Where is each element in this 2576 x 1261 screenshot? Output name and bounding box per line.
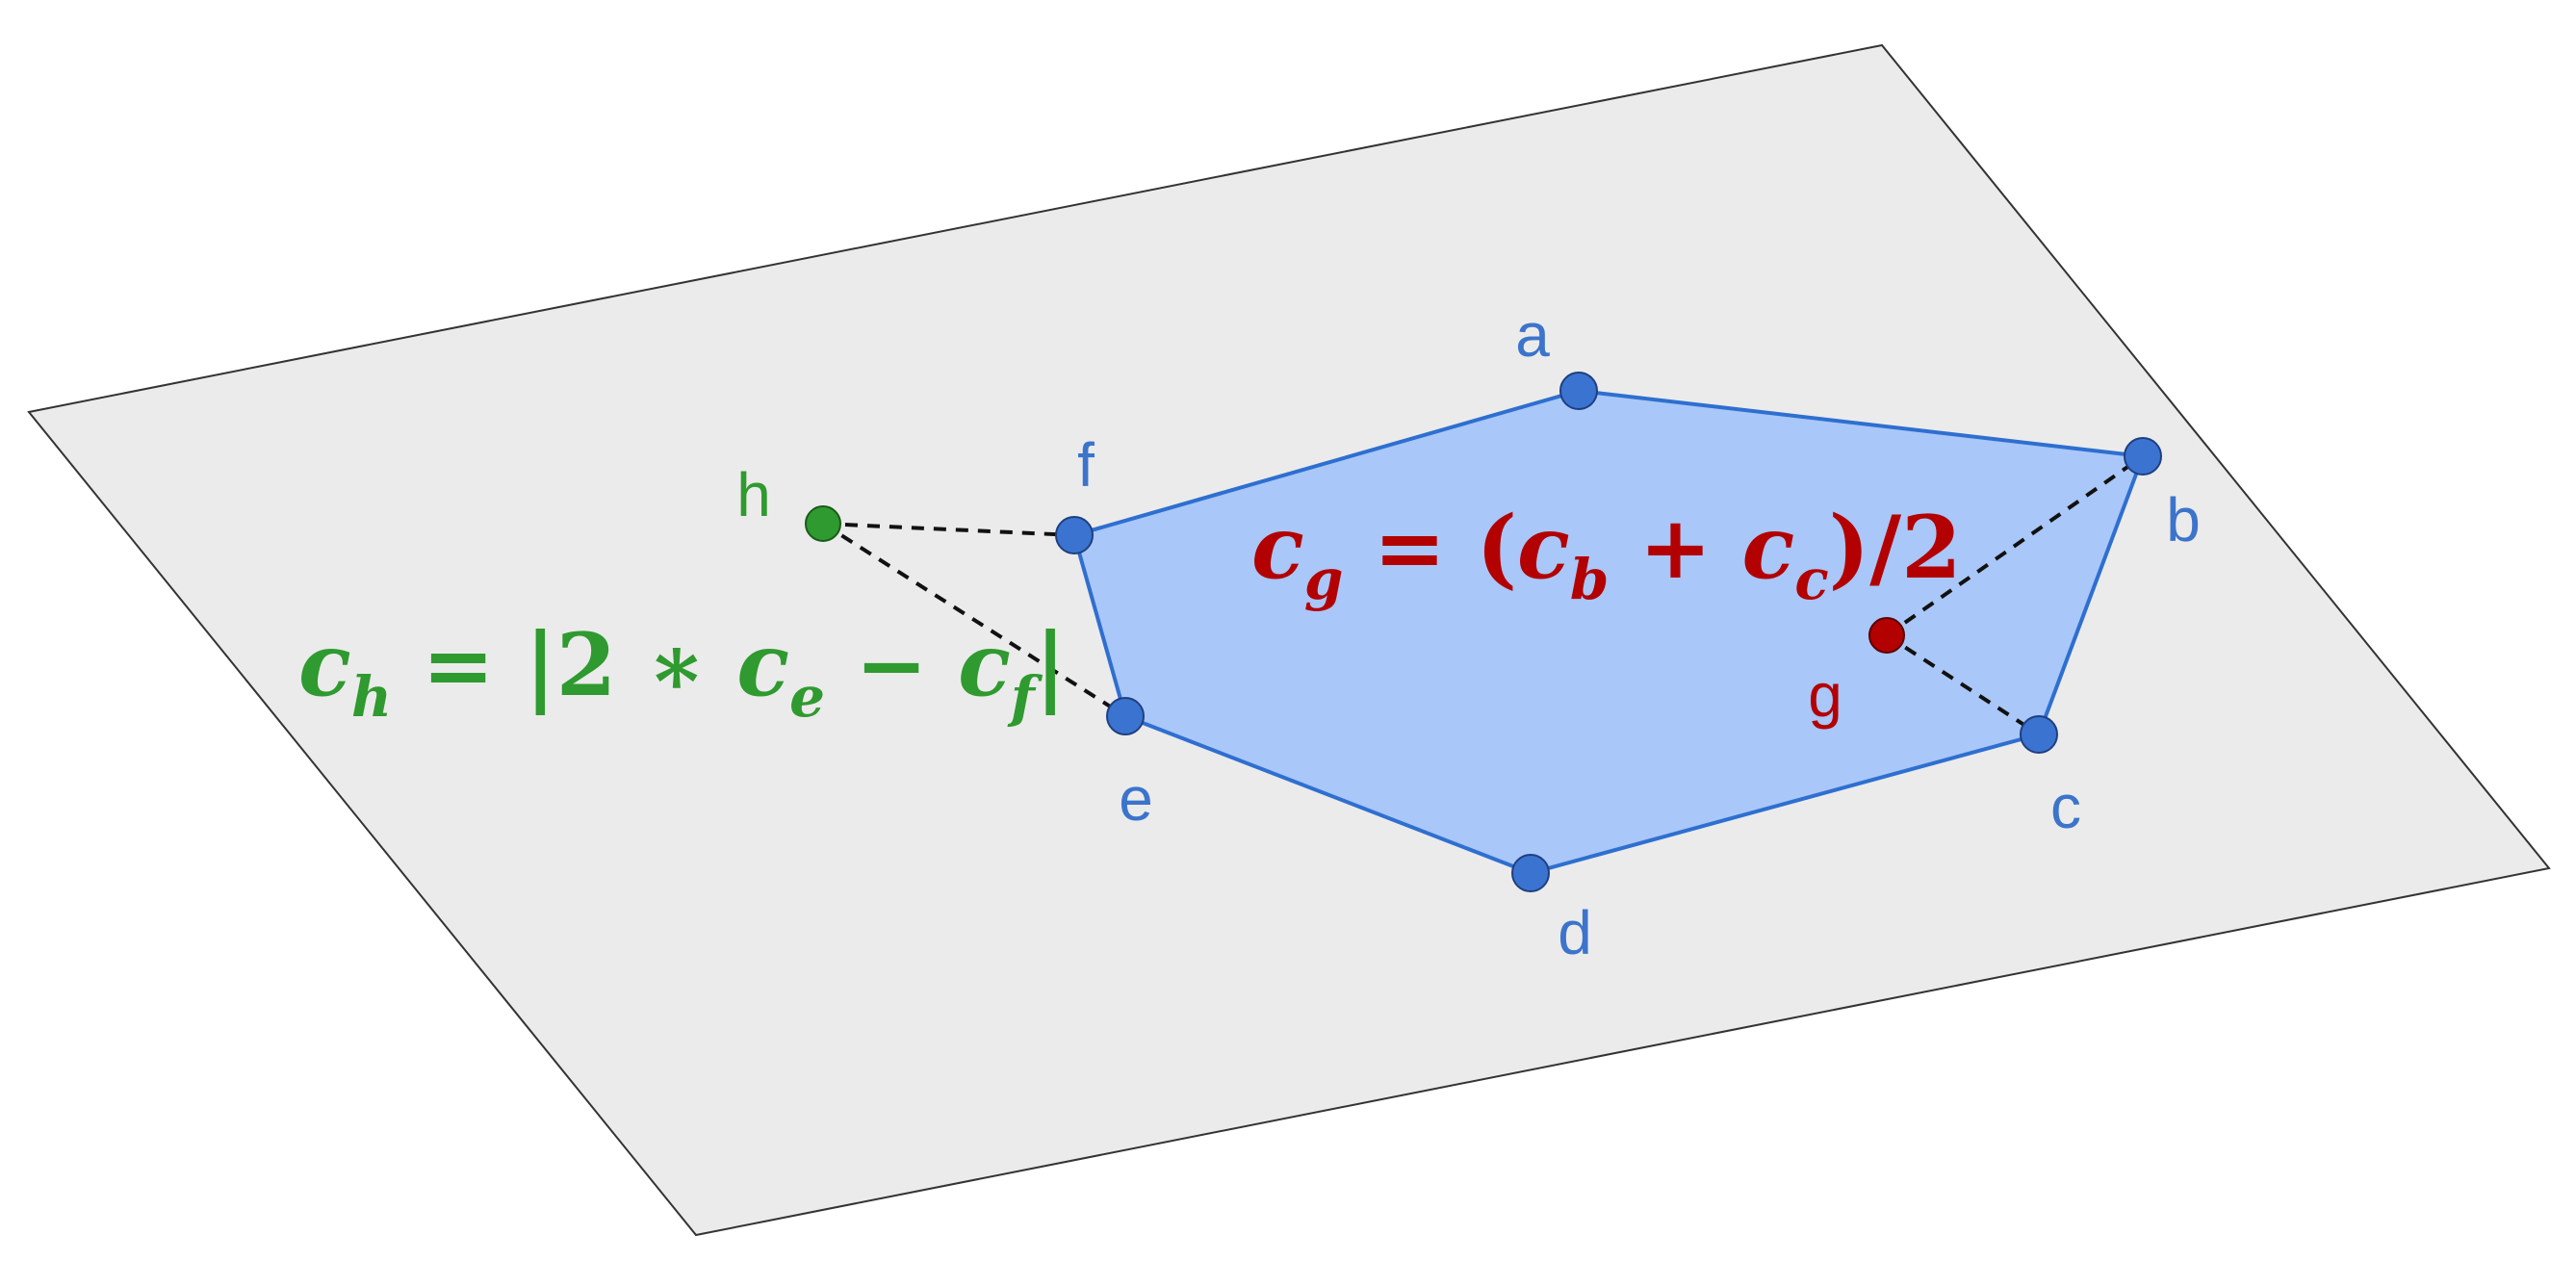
dashed-line-h-e bbox=[821, 522, 1127, 718]
formula-g-lhs-sub: g bbox=[1304, 547, 1344, 612]
formula-h-t2: c bbox=[958, 614, 1011, 716]
formula-g: cg = (cb + cc)/2 bbox=[1251, 497, 1962, 612]
vertices bbox=[1055, 372, 2162, 892]
label-d: d bbox=[1558, 898, 1592, 967]
vertex-c bbox=[2020, 715, 2058, 754]
vertex-f bbox=[1055, 516, 1094, 554]
label-e: e bbox=[1119, 764, 1153, 834]
formula-g-t1: c bbox=[1517, 497, 1570, 599]
dashed-line-g-b bbox=[1885, 454, 2145, 637]
formula-g-t2-sub: c bbox=[1794, 547, 1828, 612]
formula-h-lhs-sub: h bbox=[351, 664, 392, 730]
vertex-a bbox=[1559, 372, 1598, 410]
label-b: b bbox=[2166, 485, 2201, 554]
formula-h-minus: − bbox=[825, 614, 958, 716]
dashed-line-h-f bbox=[822, 522, 1075, 537]
formula-h-op: = |2 ∗ bbox=[392, 614, 736, 716]
formula-h-tail: | bbox=[1035, 614, 1067, 716]
label-c: c bbox=[2050, 772, 2081, 841]
formula-h: ch = |2 ∗ ce − cf| bbox=[298, 614, 1067, 730]
vertex-b bbox=[2124, 437, 2162, 476]
formula-g-t1-sub: b bbox=[1570, 547, 1610, 612]
label-h: h bbox=[736, 460, 771, 529]
formula-g-op: = ( bbox=[1343, 497, 1517, 599]
formula-h-lhs: c bbox=[298, 614, 351, 716]
label-f: f bbox=[1077, 430, 1095, 500]
label-g: g bbox=[1808, 660, 1842, 730]
point-h bbox=[805, 505, 841, 542]
formula-g-tail: )/2 bbox=[1829, 497, 1962, 599]
label-a: a bbox=[1515, 300, 1550, 370]
vertex-e bbox=[1106, 697, 1145, 735]
formula-g-t2: c bbox=[1742, 497, 1795, 599]
point-g bbox=[1868, 617, 1905, 654]
dashed-line-g-c bbox=[1885, 633, 2041, 736]
formula-h-t1-sub: e bbox=[789, 664, 825, 730]
formula-g-lhs: c bbox=[1251, 497, 1304, 599]
vertex-d bbox=[1511, 854, 1550, 892]
formula-g-plus: + bbox=[1609, 497, 1741, 599]
dashed-lines bbox=[821, 454, 2145, 736]
formula-h-t1: c bbox=[736, 614, 789, 716]
